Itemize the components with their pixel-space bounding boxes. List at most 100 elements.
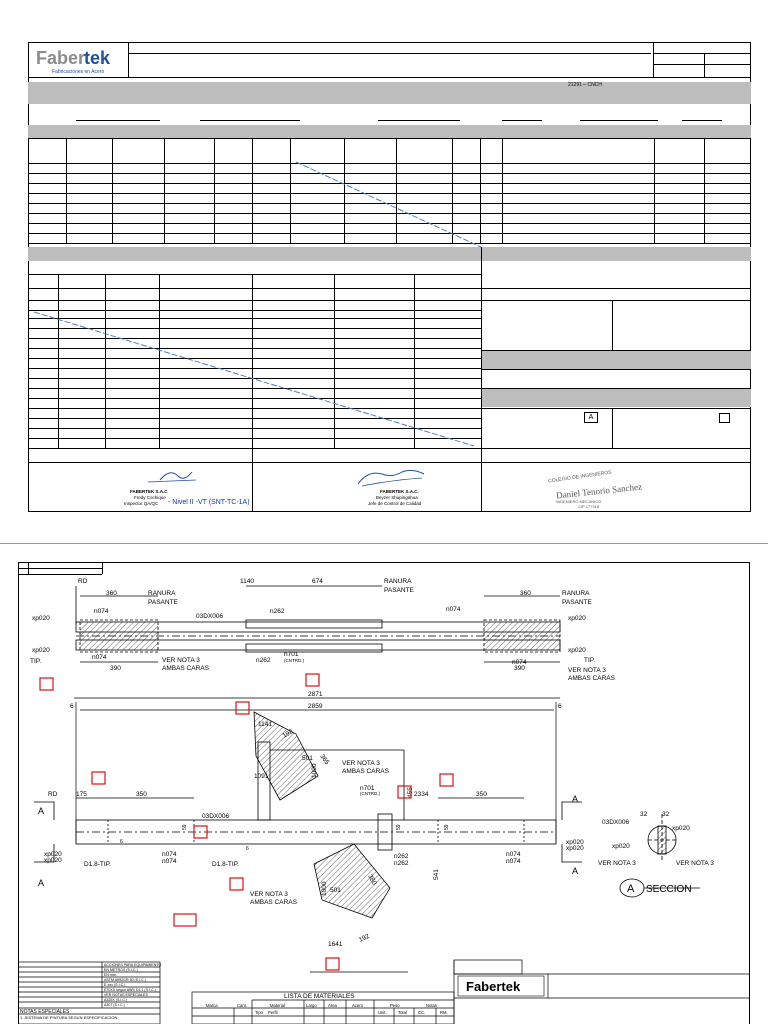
lbl-a-right-top: A	[572, 794, 578, 804]
lbl-n074-h: n074	[506, 858, 521, 865]
lbl-501-a: 501	[302, 755, 313, 762]
note-0: ACCIONES PARA EQUIPAMIENTO	[104, 963, 162, 967]
lbl-ver-nota-c: VER NOTA 3	[342, 760, 380, 767]
inspection-form: Faber tek Fabricaciones en Acero 21291 –…	[28, 42, 751, 512]
lbl-weld-6-a: 6	[120, 839, 123, 845]
signature-scribble-1	[147, 471, 197, 483]
col-area: Area	[328, 1003, 338, 1008]
lbl-2334: 2334	[414, 791, 429, 798]
signer-1-company: FABERTEK S.A.C	[130, 489, 168, 494]
lbl-rd-top: RD	[78, 578, 88, 585]
lbl-192-a: 192	[282, 728, 295, 740]
col-acero: Acero	[352, 1003, 364, 1008]
plan-view	[34, 711, 582, 919]
red-markups	[39, 673, 454, 971]
note-4: E-xxx (S.I.C.)	[104, 983, 125, 987]
col-peso: Peso	[390, 1003, 400, 1008]
checkbox-a: A	[584, 412, 598, 423]
lbl-2871: 2871	[308, 691, 323, 698]
lbl-365: 365	[318, 753, 330, 766]
signer-3-company: COLEGIO DE INGENIEROS	[547, 469, 612, 485]
lbl-xp020-b: xp020	[568, 615, 586, 622]
signer-2-company: FABERTEK S.A.C.	[380, 489, 419, 494]
lbl-ambas-a: AMBAS CARAS	[162, 665, 210, 672]
note-1: EN METROS (S.I.C.)	[104, 968, 138, 972]
signer-1-name: Fredy Cochique	[134, 495, 166, 500]
lbl-n262-b: n262	[256, 657, 271, 664]
cancel-diagonals	[33, 161, 482, 447]
lbl-32-a: 32	[640, 811, 648, 818]
note-6: VER NOTAS ESPECIALES	[104, 993, 148, 997]
lbl-a-left-bottom: A	[38, 878, 44, 888]
sub-perfil: Perfil	[268, 1010, 278, 1015]
lbl-350-right: 350	[476, 791, 487, 798]
lbl-tip-b: TIP.	[584, 657, 595, 664]
lbl-ranura-right: RANURA	[562, 590, 590, 597]
lbl-xp020-i: xp020	[672, 825, 690, 832]
lbl-360-left: 360	[106, 590, 117, 597]
signer-3-stamp: CIP 177318	[578, 504, 600, 509]
lbl-part-top: 03DX006	[196, 613, 223, 620]
lbl-ver-nota-b: VER NOTA 3	[568, 667, 606, 674]
job-code: 21291 – CNCH	[568, 82, 602, 88]
lbl-xp020-e: xp020	[44, 851, 62, 858]
lbl-n074-f: n074	[162, 858, 177, 865]
lbl-1141: 1141	[258, 721, 272, 728]
col-marca: Marca	[206, 1003, 218, 1008]
lbl-n074-a: n074	[94, 608, 109, 615]
lbl-a-right-bottom: A	[572, 866, 578, 876]
section-view	[619, 814, 700, 898]
lbl-pasante-mid: PASANTE	[384, 587, 415, 594]
lbl-59-a: 59	[182, 824, 188, 830]
lbl-32-b: 32	[662, 811, 670, 818]
section-mark-label: A	[627, 883, 635, 895]
lbl-xp020-g: xp020	[566, 839, 584, 846]
lbl-weld-6-b: 6	[246, 846, 249, 852]
lbl-501-b: 501	[330, 887, 341, 894]
checkbox-empty	[719, 413, 730, 423]
lbl-n262-d: n262	[394, 860, 409, 867]
lbl-2859: 2859	[308, 703, 323, 710]
lbl-ver-nota-a: VER NOTA 3	[162, 657, 200, 664]
lbl-59-c: 59	[444, 824, 450, 830]
lbl-ver-nota-f: VER NOTA 3	[676, 860, 714, 867]
logo-text-faber: Faber	[36, 48, 86, 68]
lbl-ver-nota-e: VER NOTA 3	[598, 860, 636, 867]
signer-3-role: INGENIERO MECANICO	[556, 499, 602, 504]
sub-cc: CC.	[418, 1010, 425, 1015]
materials-table: LISTA DE MATERIALES Marca Cant. Material…	[206, 993, 448, 1015]
lbl-175: 175	[76, 791, 87, 798]
sub-unit: Unit.	[378, 1010, 387, 1015]
lbl-ambas-d: AMBAS CARAS	[250, 899, 298, 906]
lbl-d18tip-b: D1.8-TIP.	[212, 861, 239, 868]
col-material: Material	[270, 1003, 285, 1008]
lbl-390-right: 390	[514, 665, 525, 672]
lbl-390-left: 390	[110, 665, 121, 672]
logo-subtitle: Fabricaciones en Acero	[52, 69, 105, 75]
signature-scribble-2	[357, 469, 425, 487]
col-notas: Notas	[426, 1003, 437, 1008]
lbl-n701-a: n701	[284, 651, 299, 658]
signer-2-name: Beyzer Shupingahua	[376, 495, 418, 500]
form-logo: Faber tek Fabricaciones en Acero	[36, 48, 124, 75]
lbl-1140: 1140	[240, 578, 254, 585]
sub-tipo: Tipo	[255, 1010, 264, 1015]
lbl-n262-a: n262	[270, 608, 285, 615]
lbl-6-left: 6	[70, 703, 74, 710]
top-elevation	[75, 585, 561, 663]
lbl-xp020-d: xp020	[568, 647, 586, 654]
title-logo-text: Fabertek	[466, 979, 521, 994]
signature-block-3: COLEGIO DE INGENIEROS Daniel Tenorio San…	[528, 466, 738, 510]
lbl-ranura-mid: RANURA	[384, 578, 412, 585]
lbl-xp020-c: xp020	[32, 647, 50, 654]
lbl-xp020-a: xp020	[32, 615, 50, 622]
lbl-part-plan: 03DX006	[202, 813, 229, 820]
signer-2-role: Jefe de Control de Calidad	[368, 501, 422, 506]
lbl-1641: 1641	[328, 941, 343, 948]
lbl-59-b: 59	[396, 824, 402, 830]
lbl-ambas-b: AMBAS CARAS	[568, 675, 616, 682]
lbl-a-left-top: A	[38, 806, 44, 816]
col-cant: Cant.	[237, 1003, 247, 1008]
lbl-360-right: 360	[520, 590, 531, 597]
note-5: E70XX segun AWS D1.1 (S.I.C.)	[104, 988, 156, 992]
